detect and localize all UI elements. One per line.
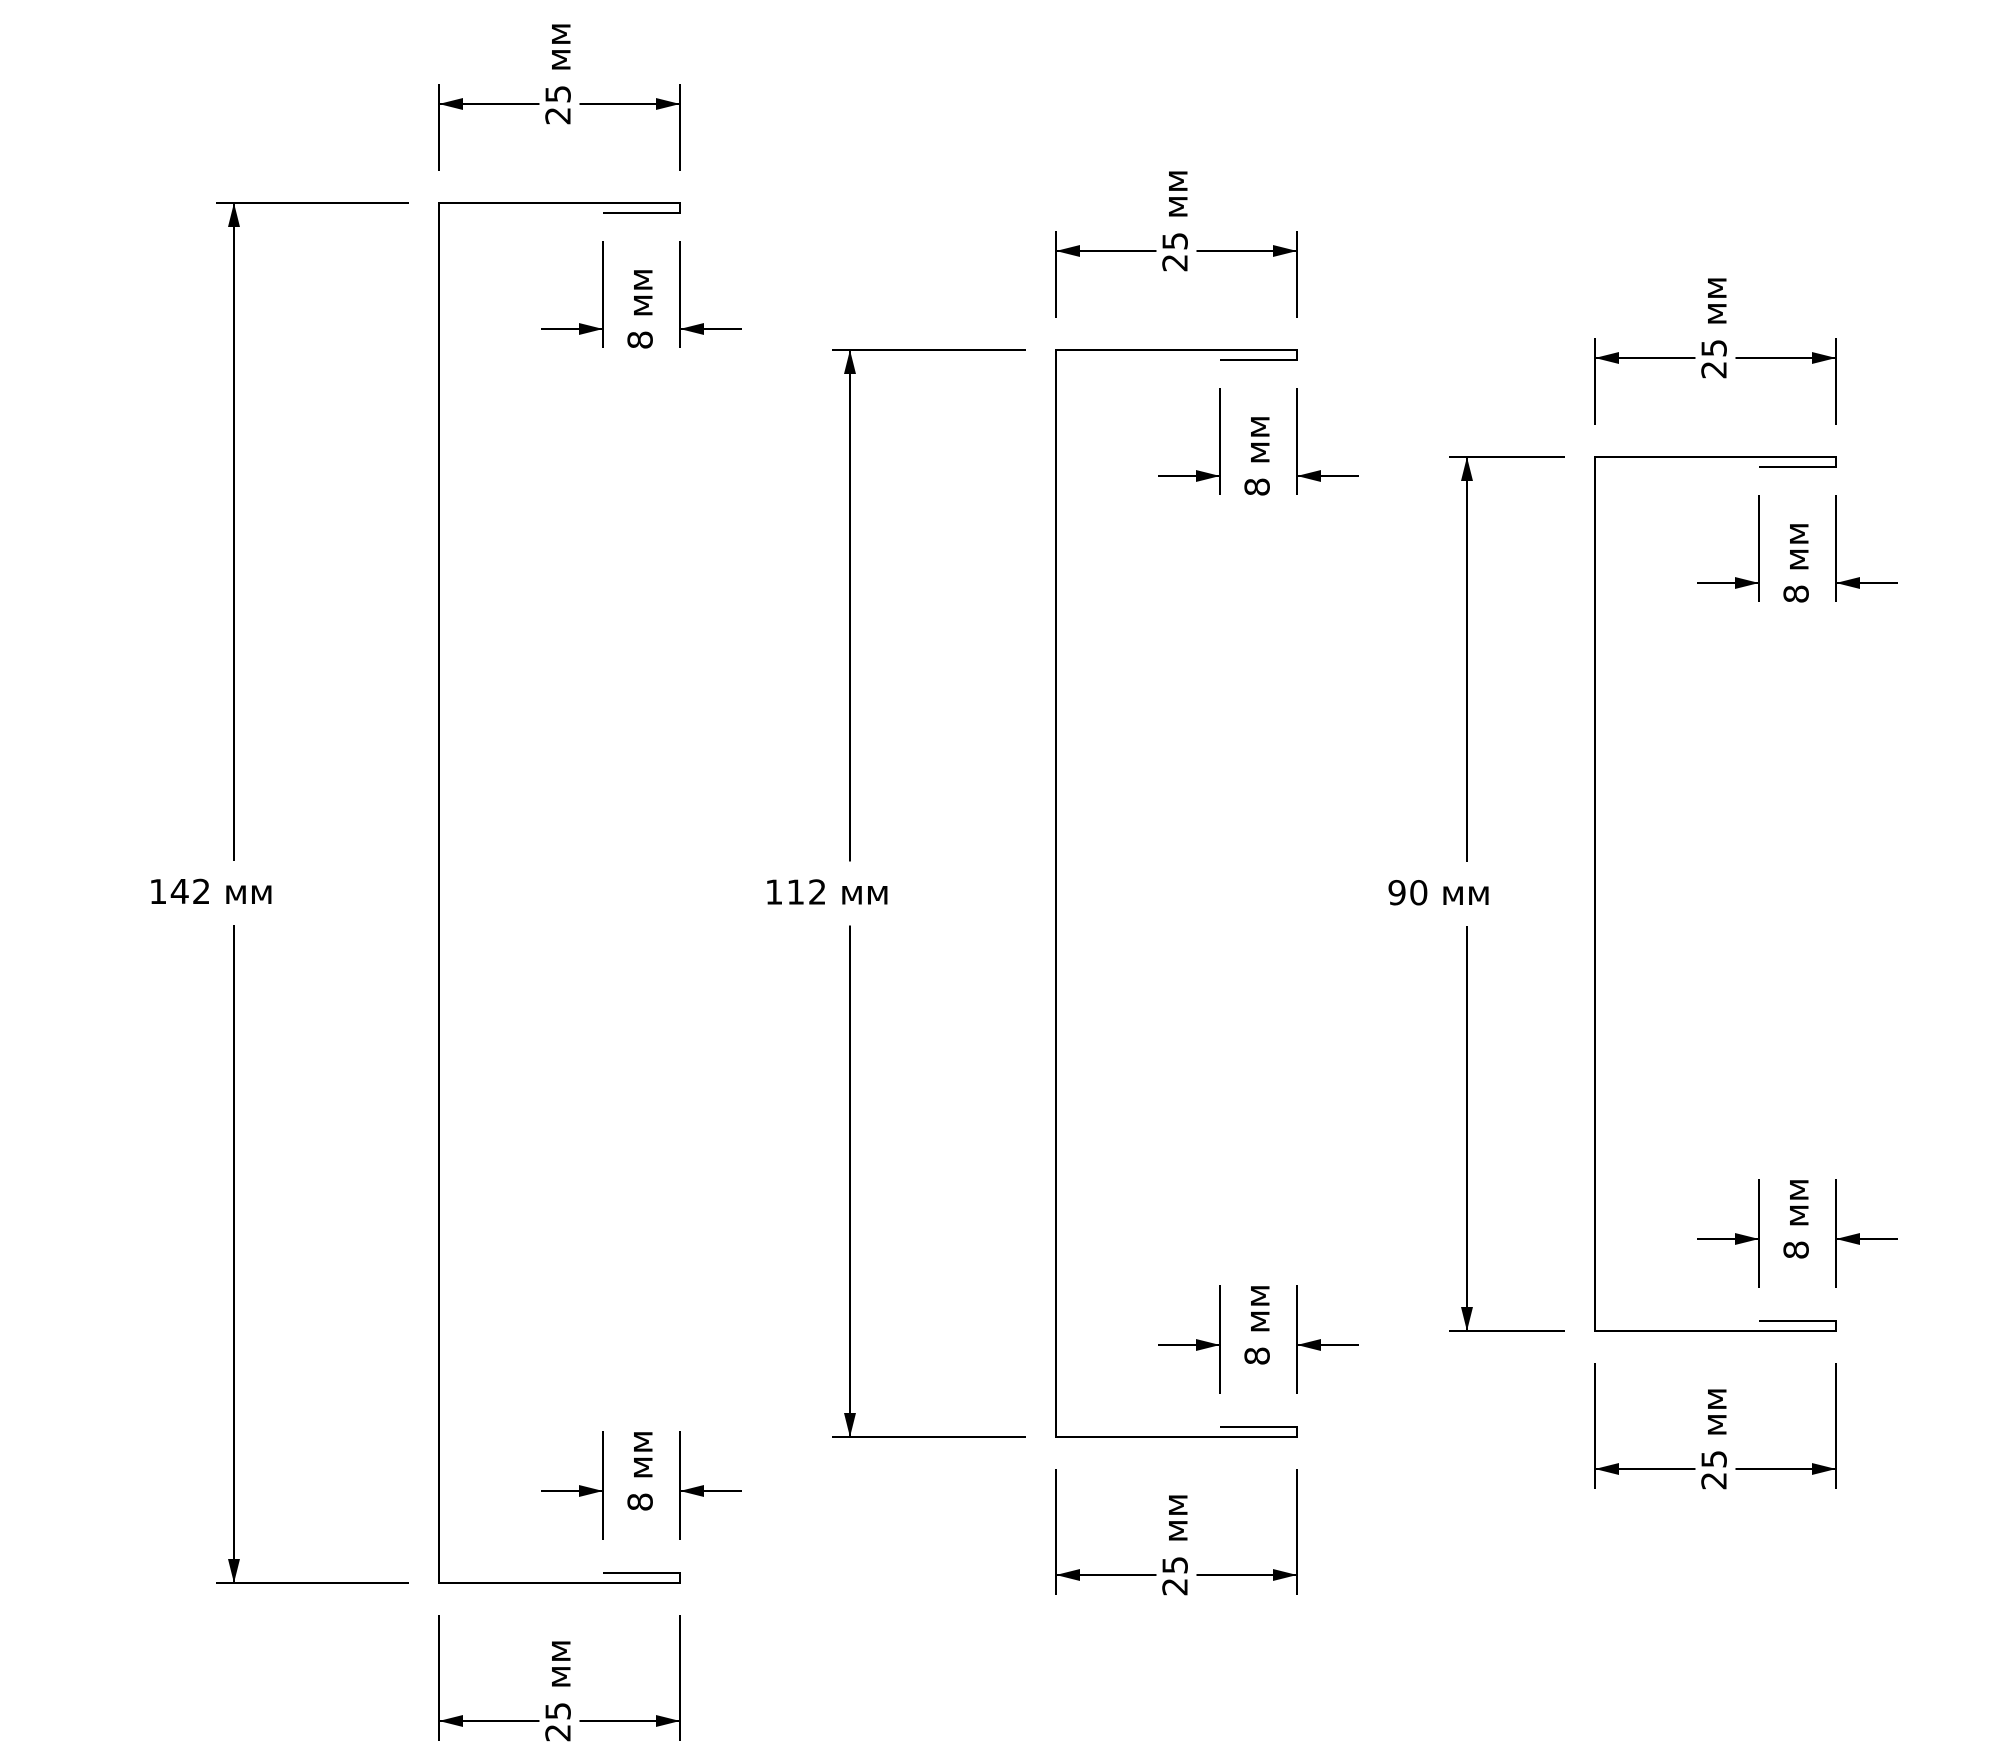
height-label: 142 мм: [147, 873, 274, 913]
width-top-arrow-left: [1056, 245, 1080, 257]
height-arrow-top: [844, 350, 856, 374]
width-bottom-label: 25 мм: [1157, 1492, 1197, 1597]
width-bottom-arrow-right: [1273, 1569, 1297, 1581]
lip-bottom-arrow-right: [680, 1485, 704, 1497]
lip-top-label: 8 мм: [1778, 521, 1818, 605]
width-bottom-arrow-left: [1056, 1569, 1080, 1581]
lip-bottom-label: 8 мм: [622, 1429, 662, 1513]
width-bottom-label: 25 мм: [1696, 1386, 1736, 1491]
width-top-arrow-right: [1273, 245, 1297, 257]
profiles-group: 142 мм 25 мм 25 мм 8 мм 8 мм 112 мм 25 мм 25 мм…: [147, 21, 1898, 1744]
lip-bottom-arrow-left: [1735, 1233, 1759, 1245]
width-bottom-arrow-right: [656, 1715, 680, 1727]
lip-bottom-arrow-right: [1297, 1339, 1321, 1351]
height-arrow-bottom: [844, 1413, 856, 1437]
profile-3: 90 мм 25 мм 25 мм 8 мм 8 мм: [1386, 275, 1898, 1492]
lip-bottom-arrow-right: [1836, 1233, 1860, 1245]
height-label: 112 мм: [763, 874, 890, 914]
width-top-arrow-right: [656, 98, 680, 110]
profile-outline: [1055, 349, 1298, 1438]
width-top-label: 25 мм: [540, 21, 580, 126]
lip-bottom-arrow-left: [579, 1485, 603, 1497]
lip-top-arrow-left: [1735, 577, 1759, 589]
profile-outline: [1594, 456, 1837, 1332]
lip-top-arrow-right: [1297, 470, 1321, 482]
lip-bottom-arrow-left: [1196, 1339, 1220, 1351]
height-arrow-top: [228, 203, 240, 227]
lip-bottom-label: 8 мм: [1778, 1177, 1818, 1261]
width-top-arrow-right: [1812, 352, 1836, 364]
width-bottom-label: 25 мм: [540, 1638, 580, 1743]
lip-top-label: 8 мм: [622, 267, 662, 351]
lip-top-label: 8 мм: [1239, 414, 1279, 498]
lip-bottom-label: 8 мм: [1239, 1283, 1279, 1367]
profile-outline: [438, 202, 681, 1584]
width-top-arrow-left: [1595, 352, 1619, 364]
width-top-label: 25 мм: [1696, 275, 1736, 380]
height-arrow-top: [1461, 457, 1473, 481]
lip-top-arrow-left: [579, 323, 603, 335]
lip-top-arrow-right: [680, 323, 704, 335]
lip-top-arrow-right: [1836, 577, 1860, 589]
width-top-arrow-left: [439, 98, 463, 110]
width-bottom-arrow-right: [1812, 1463, 1836, 1475]
height-label: 90 мм: [1386, 874, 1491, 914]
width-top-label: 25 мм: [1157, 168, 1197, 273]
width-bottom-arrow-left: [1595, 1463, 1619, 1475]
profile-2: 112 мм 25 мм 25 мм 8 мм 8 мм: [763, 168, 1359, 1598]
height-arrow-bottom: [1461, 1307, 1473, 1331]
width-bottom-arrow-left: [439, 1715, 463, 1727]
profile-1: 142 мм 25 мм 25 мм 8 мм 8 мм: [147, 21, 742, 1744]
height-arrow-bottom: [228, 1559, 240, 1583]
lip-top-arrow-left: [1196, 470, 1220, 482]
